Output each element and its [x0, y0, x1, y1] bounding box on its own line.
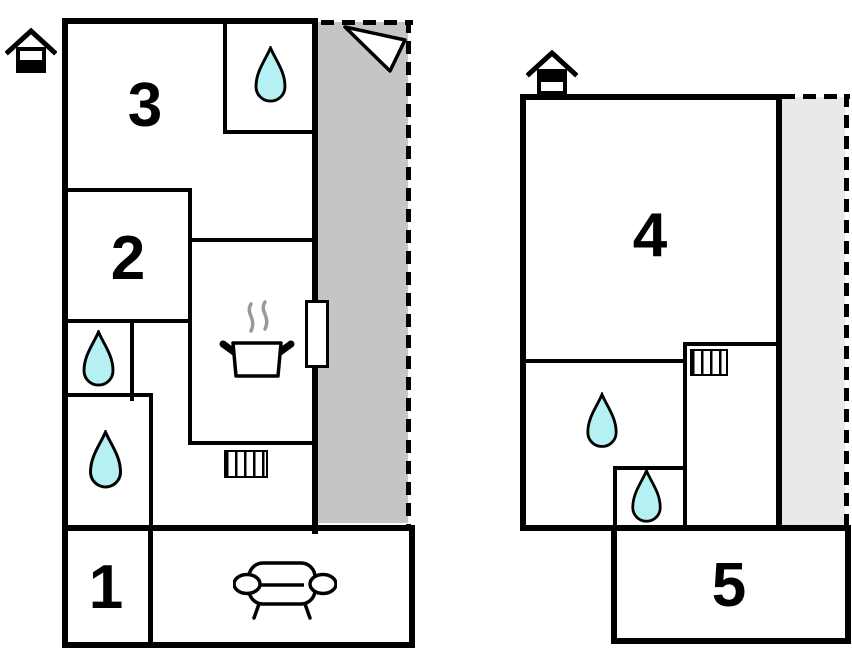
- inner-room-wall-top: [683, 342, 776, 346]
- right-wall-right: [776, 94, 782, 531]
- house-upper-floor-icon: [525, 48, 579, 101]
- right-wall-left: [520, 94, 526, 531]
- room5-wall-top: [611, 525, 851, 531]
- room1-divider-wall: [148, 525, 153, 648]
- left-wall-mid: [62, 525, 415, 531]
- smallbath5-wall-top: [613, 466, 685, 470]
- right-terrace-dashed-right: [844, 94, 849, 528]
- water-drop-icon: [87, 428, 124, 495]
- room2-wall-top: [62, 188, 192, 192]
- room5-wall-right: [845, 525, 851, 644]
- house-ground-floor-icon: [4, 26, 58, 79]
- room2-wall-bottom: [62, 319, 192, 323]
- smallbath-wall-right: [130, 319, 134, 401]
- room5-wall-left: [611, 525, 617, 644]
- room-4-label: 4: [632, 201, 668, 270]
- right-wall-bottom: [520, 525, 616, 531]
- door-icon: [305, 300, 329, 368]
- room-2-label: 2: [110, 224, 146, 293]
- room-3-label: 3: [127, 71, 163, 140]
- bath3-wall-left: [223, 18, 227, 134]
- bath3-wall-bottom: [223, 130, 318, 134]
- right-wall-top: [520, 94, 782, 100]
- kitchen-wall-top: [188, 238, 318, 242]
- stove-pot-icon: [218, 297, 296, 386]
- left-wall-lower-right: [409, 525, 415, 648]
- bath4-wall-top: [526, 359, 686, 363]
- water-drop-icon: [81, 328, 116, 393]
- left-wall-left: [62, 18, 68, 648]
- radiator-icon: [224, 450, 268, 478]
- water-drop-icon: [585, 390, 619, 455]
- water-drop-icon: [630, 467, 663, 529]
- right-terrace-area: [782, 97, 845, 528]
- room2-kitchen-wall: [188, 188, 192, 445]
- left-wall-top: [62, 18, 318, 24]
- room-5-label: 5: [711, 551, 747, 620]
- radiator-icon: [690, 349, 728, 376]
- left-terrace-area: [318, 22, 408, 523]
- right-terrace-dashed-top: [782, 94, 850, 99]
- smallbath5-wall-left: [613, 466, 617, 527]
- left-wall-right: [312, 18, 318, 534]
- room5-wall-bottom: [611, 638, 851, 644]
- room-1-label: 1: [88, 553, 124, 622]
- bath2-wall-top: [62, 393, 153, 397]
- sofa-icon: [232, 557, 338, 626]
- left-terrace-dashed-right: [406, 20, 411, 525]
- bath2-wall-right: [149, 393, 153, 529]
- inner-vertical-wall: [683, 342, 687, 529]
- north-arrow-icon: [341, 23, 409, 80]
- left-wall-bottom: [62, 642, 415, 648]
- left-terrace-dashed-top: [321, 20, 413, 25]
- water-drop-icon: [253, 44, 288, 109]
- kitchen-wall-bottom: [188, 441, 318, 445]
